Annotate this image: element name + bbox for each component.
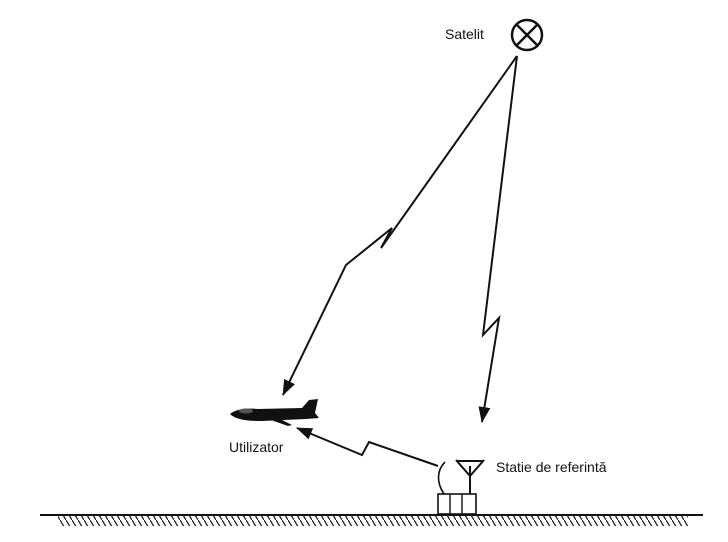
user-label: Utilizator [229, 439, 284, 455]
signal-satellite-to-user [282, 55, 518, 396]
station-building-icon [437, 461, 477, 515]
ground [40, 514, 703, 526]
antenna-icon [455, 459, 485, 496]
satellite-icon [510, 18, 544, 52]
signal-satellite-to-station [478, 55, 518, 423]
airplane-icon [230, 399, 319, 426]
signal-station-to-user [296, 427, 439, 467]
reference-station-label: Statie de referintă [496, 459, 607, 475]
satellite-label: Satelit [445, 26, 484, 42]
